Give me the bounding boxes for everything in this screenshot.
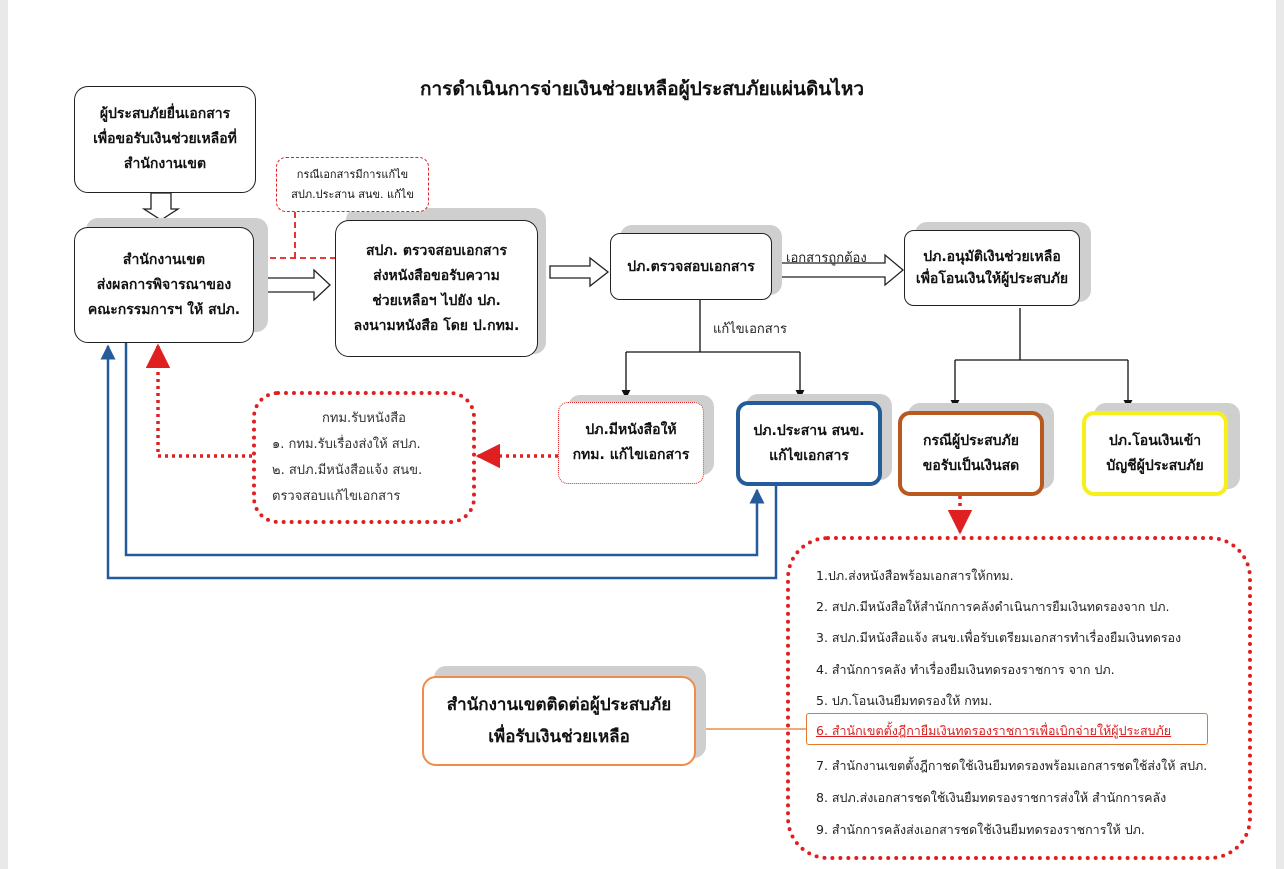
node-victim-submit: ผู้ประสบภัยยื่นเอกสาร เพื่อขอรับเงินช่วย…	[74, 86, 256, 193]
step-highlight-box	[806, 713, 1208, 745]
node-text: ปภ.มีหนังสือให้	[585, 422, 677, 438]
node-text: ๒. สปภ.มีหนังสือแจ้ง สนข.	[272, 462, 423, 478]
node-district-contact: สำนักงานเขตติดต่อผู้ประสบภัย เพื่อรับเงิ…	[422, 676, 696, 766]
cash-step: 5. ปภ.โอนเงินยืมทดรองให้ กทม.	[816, 693, 993, 708]
node-text: ปภ.ประสาน สนข.	[753, 422, 865, 439]
node-bank-transfer: ปภ.โอนเงินเข้า บัญชีผู้ประสบภัย	[1082, 411, 1228, 496]
node-dpm-coord: ปภ.ประสาน สนข. แก้ไขเอกสาร	[736, 401, 882, 486]
arrow-submit-to-district	[141, 192, 181, 221]
edge-label-docs-correct: เอกสารถูกต้อง	[786, 251, 867, 266]
approve-branch	[950, 308, 1133, 409]
node-text: ปภ.อนุมัติเงินช่วยเหลือ	[923, 249, 1061, 265]
cash-step: 1.ปภ.ส่งหนังสือพร้อมเอกสารให้กทม.	[816, 568, 1014, 583]
arrow-dpm-to-approve	[771, 253, 905, 287]
cash-step: 9. สำนักการคลังส่งเอกสารชดใช้เงินยืมทดรอ…	[816, 822, 1145, 837]
cash-step: 7. สำนักงานเขตตั้งฎีกาชดใช้เงินยืมทดรองพ…	[816, 758, 1208, 773]
node-text: สำนักงานเขต	[123, 156, 207, 172]
node-text: บัญชีผู้ประสบภัย	[1106, 457, 1204, 474]
cash-step: 2. สปภ.มีหนังสือให้สำนักการคลังดำเนินการ…	[816, 599, 1170, 614]
node-text: สำนักงานเขตติดต่อผู้ประสบภัย	[446, 695, 672, 715]
node-text: เพื่อโอนเงินให้ผู้ประสบภัย	[915, 271, 1069, 287]
node-text: ช่วยเหลือฯ ไปยัง ปภ.	[372, 292, 501, 309]
node-district-send: สำนักงานเขต ส่งผลการพิจารณาของ คณะกรรมกา…	[74, 227, 254, 343]
node-text: ส่งหนังสือขอรับความ	[373, 267, 500, 284]
node-text: ลงนามหนังสือ โดย ป.กทม.	[353, 317, 520, 334]
page-title: การดำเนินการจ่ายเงินช่วยเหลือผู้ประสบภัย…	[419, 78, 865, 100]
node-text: แก้ไขเอกสาร	[769, 447, 849, 464]
node-dpm-letter: ปภ.มีหนังสือให้ กทม. แก้ไขเอกสาร	[558, 402, 704, 484]
return-red-path	[145, 343, 973, 535]
node-text: กทม. แก้ไขเอกสาร	[572, 447, 690, 463]
node-text: ผู้ประสบภัยยื่นเอกสาร	[99, 106, 231, 122]
arrow-spp-to-dpm	[549, 256, 610, 288]
node-spp-check: สปภ. ตรวจสอบเอกสาร ส่งหนังสือขอรับความ ช…	[335, 220, 538, 357]
node-text: กทม.รับหนังสือ	[322, 410, 406, 426]
node-doc-fix-note: กรณีเอกสารมีการแก้ไข สปภ.ประสาน สนข. แก้…	[276, 157, 429, 212]
node-text: ส่งผลการพิจารณาของ	[96, 276, 232, 293]
node-text: ตรวจสอบแก้ไขเอกสาร	[272, 488, 401, 504]
node-text: คณะกรรมการฯ ให้ สปภ.	[87, 301, 241, 318]
node-text: กรณีผู้ประสบภัย	[923, 432, 1019, 449]
node-text: เพื่อรับเงินช่วยเหลือ	[488, 727, 630, 747]
cash-step: 4. สำนักการคลัง ทำเรื่องยืมเงินทดรองราชก…	[816, 662, 1115, 677]
node-dpm-check: ปภ.ตรวจสอบเอกสาร	[610, 233, 772, 300]
cash-step: 8. สปภ.ส่งเอกสารชดใช้เงินยืมทดรองราชการส…	[816, 790, 1167, 805]
node-text: ปภ.ตรวจสอบเอกสาร	[627, 258, 755, 275]
cash-step-highlighted: 6. สำนักเขตตั้งฎีกายืมเงินทดรองราชการเพื…	[816, 723, 1172, 738]
cash-steps-panel	[786, 536, 1252, 860]
node-text: ขอรับเป็นเงินสด	[922, 457, 1020, 474]
node-bma-receive: กทม.รับหนังสือ ๑. กทม.รับเรื่องส่งให้ สป…	[252, 391, 476, 524]
edge-label-fix-docs: แก้ไขเอกสาร	[713, 322, 788, 337]
arrow-district-to-spp	[263, 268, 331, 302]
node-dpm-approve: ปภ.อนุมัติเงินช่วยเหลือ เพื่อโอนเงินให้ผ…	[904, 230, 1080, 306]
blue-loop	[100, 343, 778, 580]
fix-docs-branch	[621, 300, 805, 399]
node-text: กรณีเอกสารมีการแก้ไข	[296, 167, 409, 181]
node-text: เพื่อขอรับเงินช่วยเหลือที่	[93, 131, 237, 147]
node-text: สำนักงานเขต	[122, 251, 206, 268]
node-text: สปภ.ประสาน สนข. แก้ไข	[291, 187, 414, 201]
node-text: สปภ. ตรวจสอบเอกสาร	[366, 242, 507, 259]
cash-step: 3. สปภ.มีหนังสือแจ้ง สนข.เพื่อรับเตรียมเ…	[816, 630, 1182, 645]
node-text: ๑. กทม.รับเรื่องส่งให้ สปภ.	[272, 436, 421, 452]
node-text: ปภ.โอนเงินเข้า	[1108, 432, 1202, 449]
node-cash-case: กรณีผู้ประสบภัย ขอรับเป็นเงินสด	[898, 411, 1044, 496]
doc-fix-note-connector	[254, 212, 336, 265]
